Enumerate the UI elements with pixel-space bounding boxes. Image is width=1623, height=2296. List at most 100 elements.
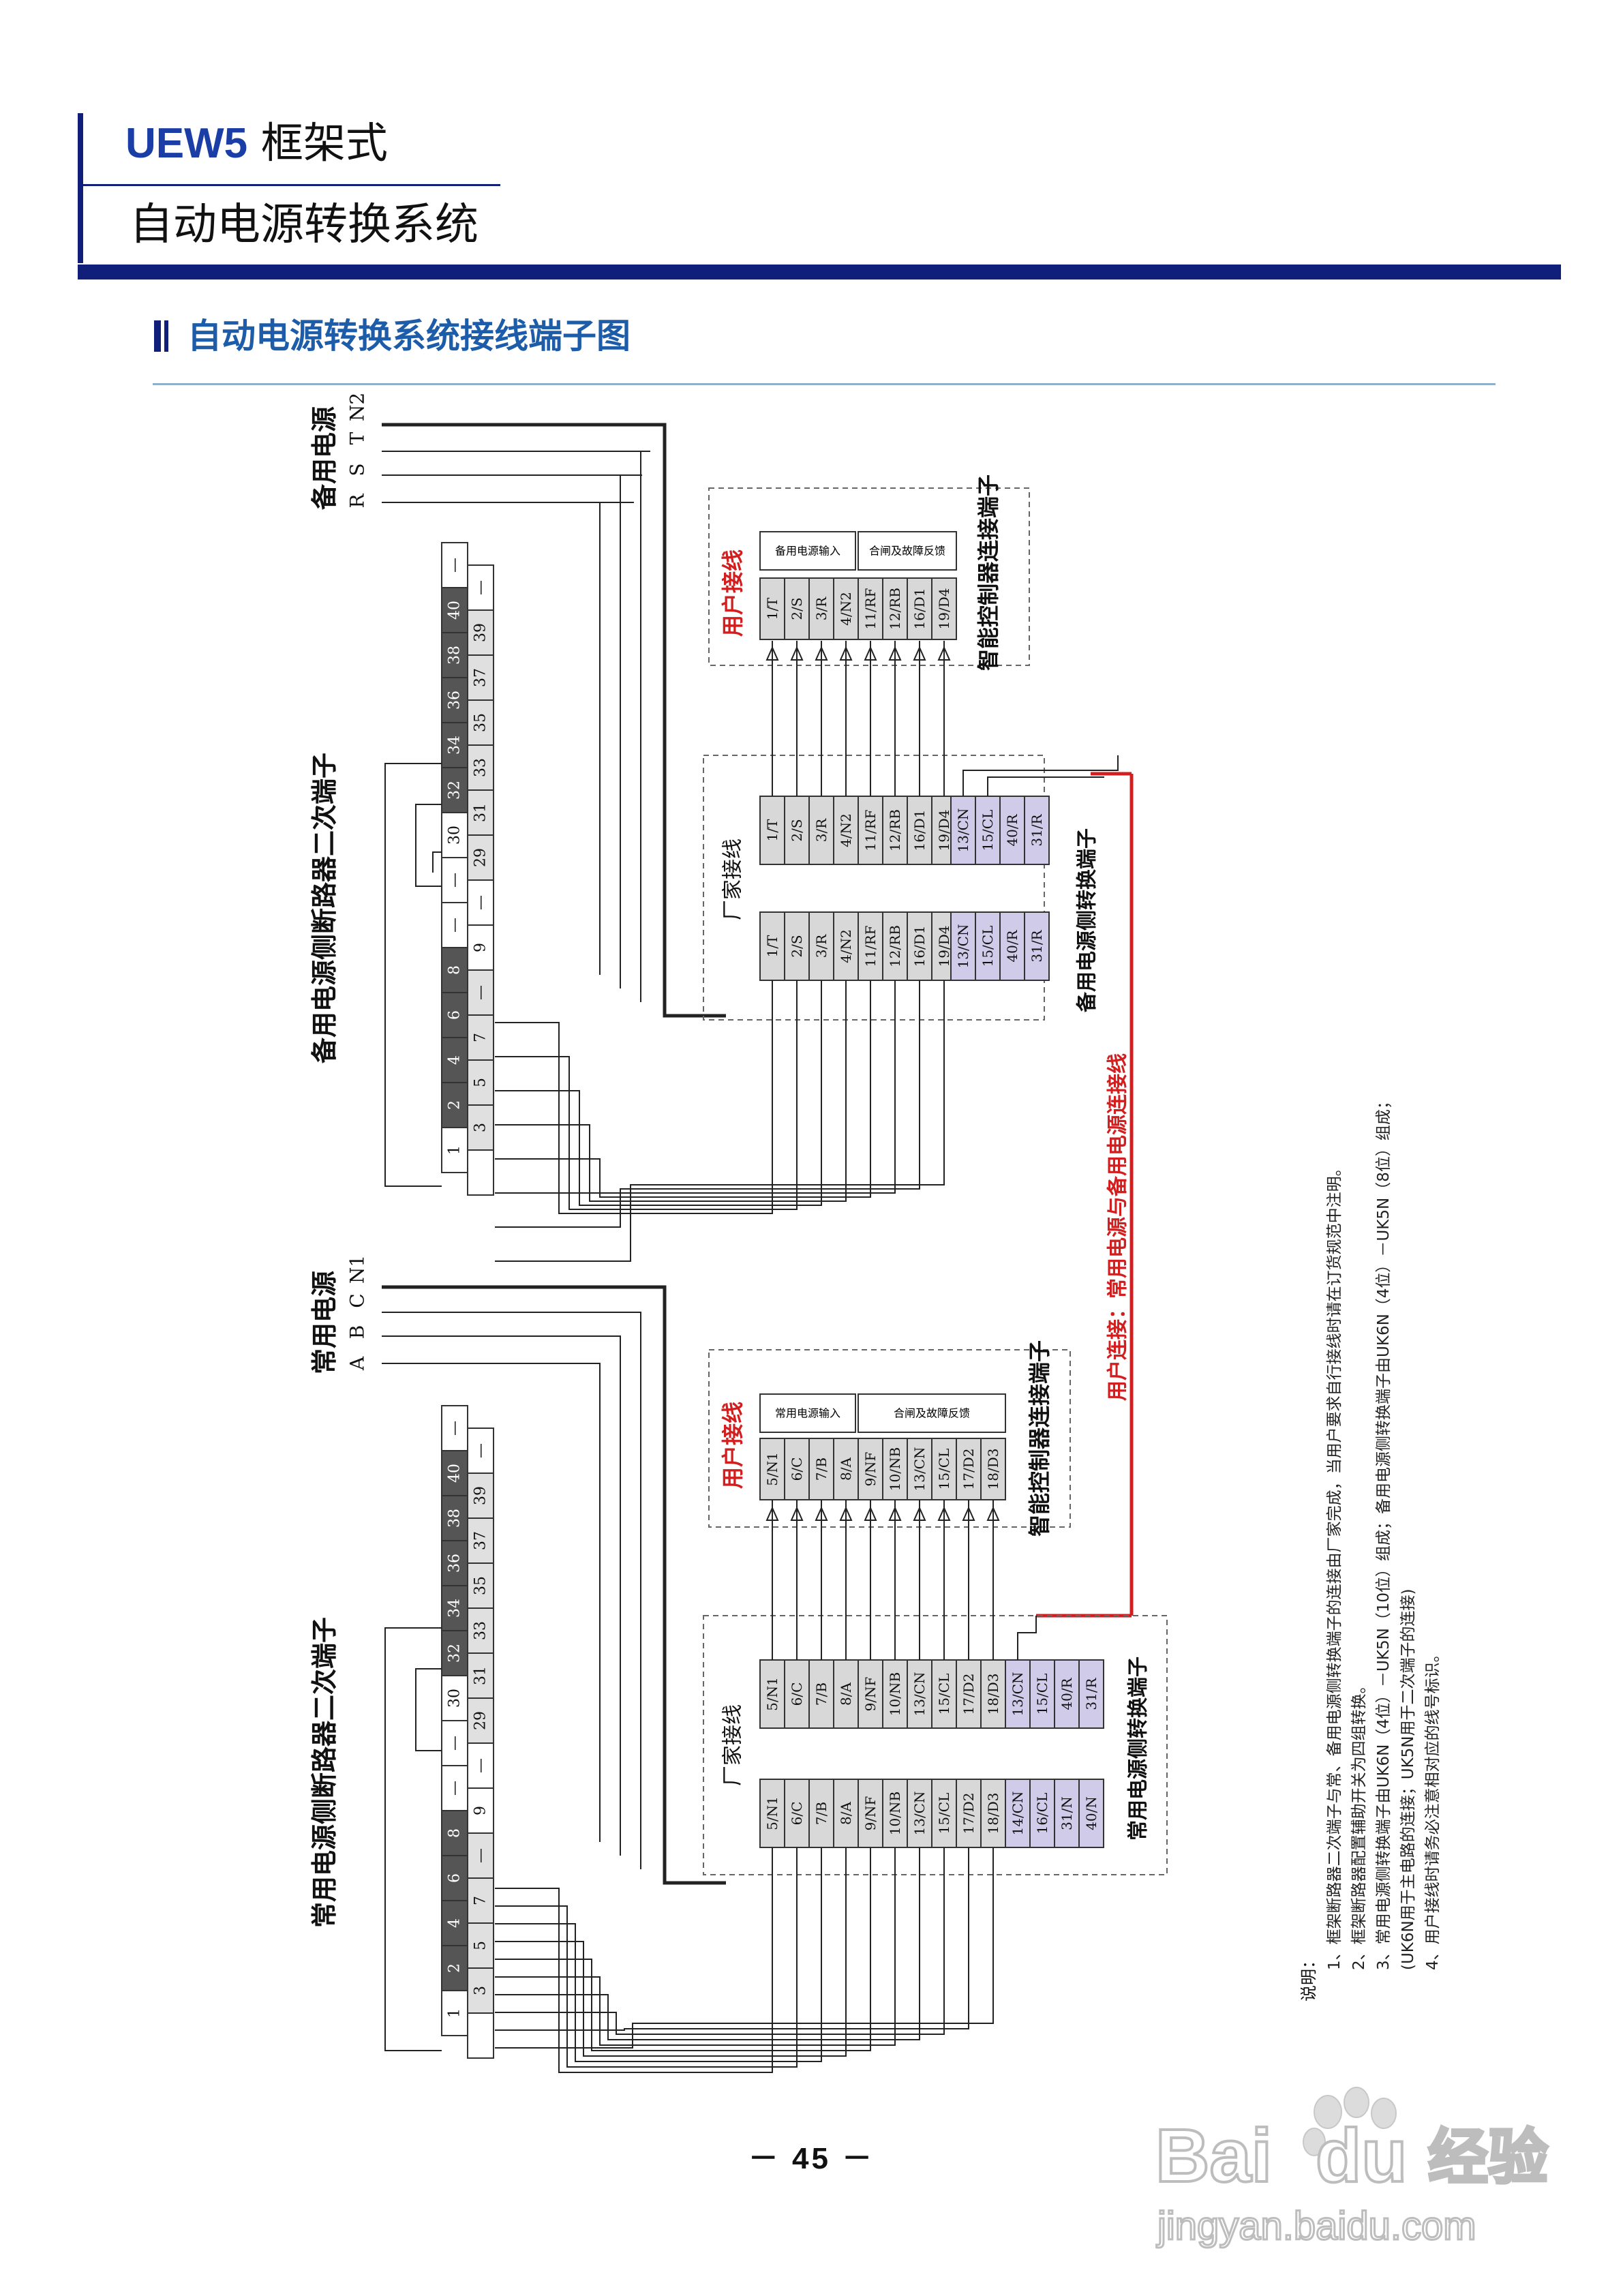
- normal-terminal-bottom-cell: [467, 1742, 494, 1789]
- backup-ctrl-label: 2/S: [789, 597, 805, 620]
- backup-phase-label: R: [346, 494, 369, 509]
- backup-terminal-top-label: 4: [446, 1055, 464, 1065]
- normal-factory-col1-label: 18/D3: [985, 1674, 1001, 1715]
- normal-ctrl-cell: [858, 1438, 883, 1500]
- backup-ctrl-label: 3/R: [813, 596, 830, 620]
- normal-terminal-bottom-label: —: [472, 1443, 489, 1458]
- backup-input-header-text: 备用电源输入: [775, 545, 840, 558]
- normal-arrow-head: [888, 1506, 902, 1521]
- normal-terminal-bottom-cell: [467, 1607, 494, 1654]
- backup-arrow-head: [888, 646, 902, 661]
- backup-feedback-header-text: 合闸及故障反馈: [869, 545, 945, 558]
- normal-factory-label: 厂家接线: [721, 1704, 745, 1786]
- normal-factory-col2b-label: 40/N: [1083, 1796, 1099, 1830]
- normal-terminal-top-cell: [441, 1675, 468, 1721]
- backup-factory-col1-cell: [882, 796, 908, 865]
- normal-terminal-top-cell: [441, 1450, 468, 1496]
- backup-factory-col2b-label: 13/CN: [955, 924, 971, 969]
- normal-feeder-a: [382, 1363, 601, 1842]
- backup-terminal-bottom-cell: [467, 564, 494, 611]
- normal-phase-label: B: [346, 1325, 369, 1340]
- backup-ctrl-cell: [808, 577, 834, 640]
- normal-factory-col1b-cell: [1078, 1659, 1104, 1729]
- backup-terminal-top-cell: [441, 992, 468, 1038]
- backup-terminal-bottom-label: 7: [472, 1033, 489, 1042]
- model-code: UEW5: [125, 120, 248, 167]
- normal-terminal-bottom-cell: [467, 1472, 494, 1519]
- normal-ctrl-label: 6/C: [789, 1457, 805, 1481]
- backup-factory-col1b-label: 15/CL: [980, 810, 996, 851]
- normal-terminal-top-cell: [441, 1810, 468, 1856]
- backup-ctrl-cell: [858, 577, 883, 640]
- backup-bracket-inner2: [432, 851, 442, 873]
- backup-terminal-bottom-cell: [467, 609, 494, 656]
- normal-factory-col2-label: 9/NF: [862, 1796, 879, 1830]
- backup-factory-col2-label: 4/N2: [838, 929, 854, 963]
- backup-terminal-bottom-label: 29: [472, 848, 489, 867]
- backup-factory-col1-label: 16/D1: [911, 810, 928, 851]
- normal-arrow-head: [962, 1506, 975, 1521]
- normal-terminal-top-cell: [441, 1630, 468, 1676]
- normal-terminal-top-label: 34: [446, 1599, 464, 1618]
- normal-breaker-label: 常用电源侧断路器二次端子: [309, 1617, 339, 1928]
- backup-factory-col1-label: 19/D4: [936, 810, 952, 851]
- watermark-brand: Bai: [1155, 2114, 1272, 2198]
- backup-phase-label: S: [346, 463, 369, 476]
- notes-item: 3、常用电源侧转换端子由UK6N（4位）－UK5N（10位）组成；备用电源侧转换…: [1375, 1093, 1393, 1970]
- backup-breaker-label: 备用电源侧断路器二次端子: [309, 753, 339, 1063]
- normal-terminal-bottom-label: —: [472, 1758, 489, 1773]
- normal-wire: [495, 1847, 920, 2040]
- normal-arrow-head: [839, 1506, 853, 1521]
- backup-factory-col1-cell: [858, 796, 883, 865]
- section-rule: [153, 383, 1496, 385]
- normal-arrow-head: [937, 1506, 951, 1521]
- normal-ctrl-cell: [907, 1438, 932, 1500]
- normal-terminal-top-cell: [441, 1990, 468, 2036]
- backup-terminal-bottom-label: 31: [472, 803, 489, 822]
- backup-terminal-bottom-label: 3: [472, 1123, 489, 1132]
- normal-factory-col2-label: 15/CL: [936, 1793, 952, 1834]
- backup-terminal-top-cell: [441, 1082, 468, 1128]
- backup-feedback-header: [858, 531, 957, 571]
- normal-factory-col1-label: 5/N1: [764, 1677, 780, 1711]
- normal-terminal-top-cell: [441, 1765, 468, 1811]
- normal-factory-col2b-cell: [1029, 1779, 1055, 1848]
- backup-bracket: [384, 763, 442, 1187]
- backup-ctrl-label: 19/D4: [936, 588, 952, 630]
- normal-wire: [495, 1847, 871, 2051]
- backup-terminal-bottom-label: —: [472, 580, 489, 595]
- normal-factory-col2-cell: [980, 1779, 1006, 1848]
- backup-purple-wire: [962, 755, 1119, 796]
- backup-terminal-top-cell: [441, 677, 468, 723]
- notes-heading: 说明：: [1299, 1952, 1318, 2002]
- backup-terminal-top-cell: [441, 767, 468, 813]
- normal-factory-col2b-label: 31/N: [1059, 1796, 1075, 1830]
- backup-ctrl-label: 11/RF: [862, 588, 879, 629]
- normal-factory-col1-cell: [907, 1659, 932, 1729]
- normal-ctrl-label: 17/D2: [960, 1449, 977, 1490]
- notes-item: (UK6N用于主电路的连接；UK5N用于二次端子的连接): [1399, 1589, 1417, 1970]
- backup-terminal-bottom-cell: [467, 654, 494, 701]
- normal-ctrl-label: 7/B: [813, 1457, 830, 1481]
- backup-purple-wire: [987, 776, 1104, 796]
- red-link-label: 用户连接：常用电源与备用电源连接线: [1106, 1053, 1130, 1401]
- normal-factory-col2-label: 18/D3: [985, 1793, 1001, 1834]
- normal-factory-col1b-label: 31/R: [1083, 1677, 1099, 1710]
- normal-terminal-top-label: 8: [446, 1828, 464, 1838]
- backup-wire: [495, 980, 920, 1228]
- normal-factory-col1b-label: 13/CN: [1010, 1672, 1026, 1717]
- normal-terminal-top-label: 32: [446, 1644, 464, 1663]
- backup-ctrl-label: 4/N2: [838, 592, 854, 626]
- backup-factory-col2b-label: 31/R: [1029, 929, 1045, 962]
- backup-phase-label: T: [346, 432, 369, 444]
- normal-terminal-bottom-cell: [467, 1697, 494, 1744]
- backup-phase-label: N2: [346, 393, 369, 421]
- normal-factory-col2-label: 8/A: [838, 1801, 854, 1824]
- normal-ctrl-label: 10/NB: [887, 1447, 903, 1491]
- backup-switch-label: 备用电源侧转换端子: [1076, 828, 1099, 1012]
- backup-terminal-top-label: 30: [446, 826, 464, 845]
- normal-terminal-bottom-label: 5: [472, 1941, 489, 1950]
- normal-terminal-bottom-label: 33: [472, 1621, 489, 1640]
- normal-terminal-bottom-cell: [467, 1877, 494, 1924]
- normal-ctrl-label: 智能控制器连接端子: [1027, 1340, 1052, 1537]
